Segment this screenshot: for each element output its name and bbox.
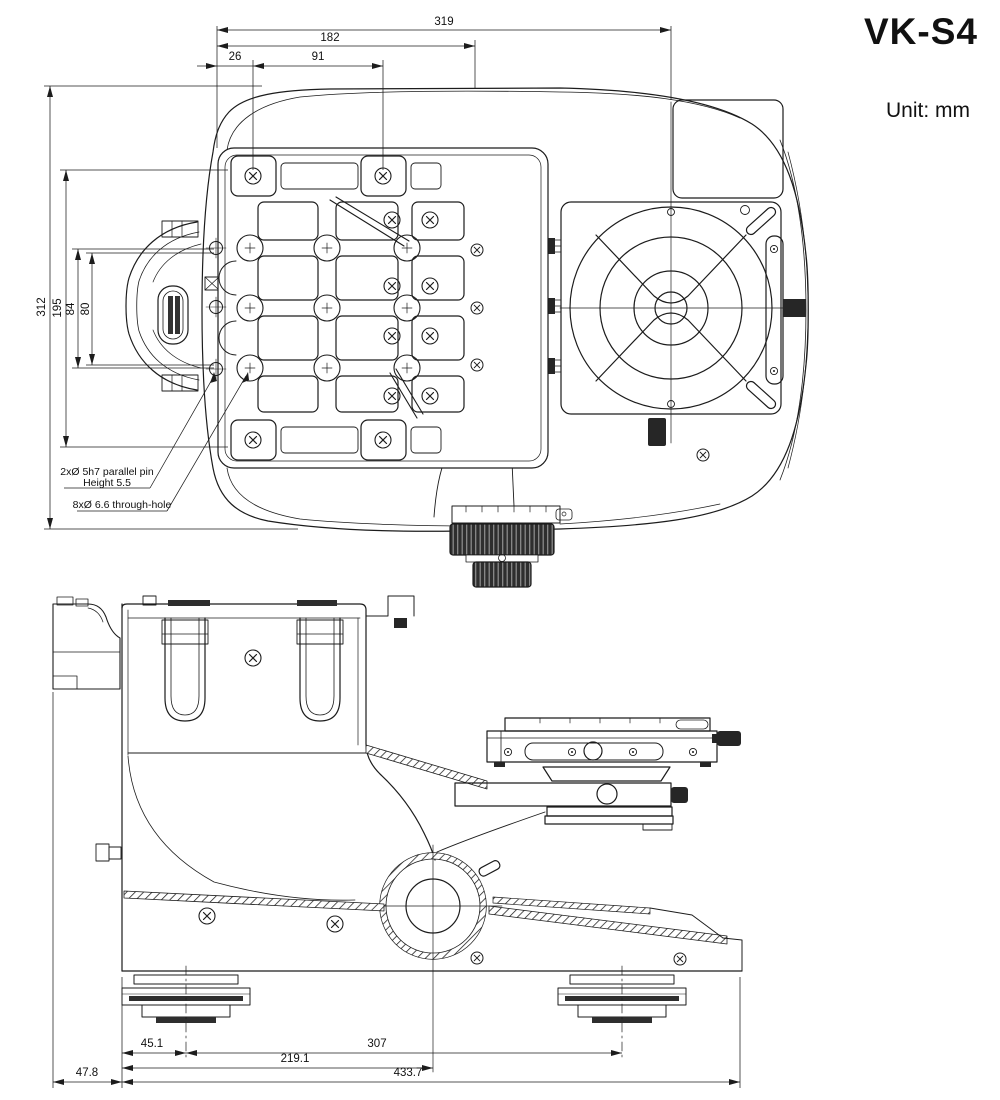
diagonal-brace-upper: [329, 196, 410, 247]
turret-knob-tab: [648, 418, 666, 446]
dim-182: 182: [320, 32, 339, 44]
diagonal-brace-lower: [389, 368, 424, 419]
turret: [559, 101, 806, 462]
clamp-lever: [478, 860, 501, 877]
model-title: VK-S4: [864, 11, 978, 52]
base: [121, 890, 743, 972]
dim-319: 319: [434, 16, 453, 28]
handle-slot-right: [299, 617, 341, 722]
handle-slot-left: [164, 617, 206, 722]
dim-307: 307: [367, 1038, 386, 1050]
left-bracket: [52, 596, 121, 690]
side-connector: [95, 843, 122, 862]
focus-knob-side: [367, 844, 503, 1073]
stage-arm: [365, 744, 688, 853]
dim-26: 26: [229, 51, 242, 63]
dim-84: 84: [65, 302, 77, 315]
dim-312: 312: [36, 297, 48, 316]
handle-oval: [157, 285, 189, 345]
dimensions: 319 182 26 91 312 195 84 80 45.1 307 219…: [36, 16, 741, 1088]
index-pin-upper: [745, 206, 777, 236]
stage-stack: [486, 717, 741, 831]
side-view: [52, 595, 743, 1073]
dimension-labels: 319 182 26 91 312 195 84 80 45.1 307 219…: [36, 16, 454, 1079]
annotation-pin-line2: Height 5.5: [83, 477, 131, 489]
annotation-pin-line1: 2xØ 5h7 parallel pin: [60, 466, 154, 478]
fine-knob: [472, 561, 532, 588]
dim-91: 91: [312, 51, 325, 63]
coarse-knob: [449, 523, 555, 556]
mount-rectangle: [672, 99, 784, 199]
side-body: [121, 595, 436, 972]
stage-plate: [205, 147, 549, 469]
top-view: [125, 87, 809, 588]
annotation-through-hole: 8xØ 6.6 through-hole: [73, 499, 172, 511]
index-pin-lower: [745, 380, 777, 410]
plan-focus-knob: [449, 505, 573, 588]
dim-219-1: 219.1: [281, 1053, 310, 1065]
castellation: [218, 260, 237, 356]
left-protrusion: [125, 220, 220, 392]
dim-80: 80: [80, 303, 92, 316]
dim-47-8: 47.8: [76, 1067, 98, 1079]
annotations: 2xØ 5h7 parallel pin Height 5.5 8xØ 6.6 …: [60, 375, 247, 512]
x-axis-knob: [717, 731, 741, 746]
dim-433-7: 433.7: [394, 1067, 423, 1079]
dim-45-1: 45.1: [141, 1038, 163, 1050]
unit-label: Unit: mm: [886, 99, 970, 122]
dim-195: 195: [52, 298, 64, 317]
side-tab: [783, 299, 806, 317]
